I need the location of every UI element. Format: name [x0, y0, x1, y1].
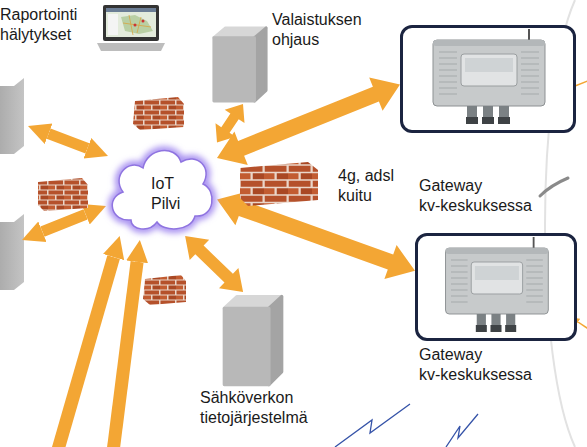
word: IoT [151, 175, 174, 192]
firewalls [38, 97, 318, 305]
laptop-node: Raportointi hälytykset [95, 3, 167, 55]
double-arrow [49, 134, 88, 149]
svg-rect [103, 5, 159, 41]
svg-rect [471, 262, 522, 294]
svg-circle [134, 24, 137, 27]
server-box [210, 24, 270, 104]
svg-rect [106, 8, 156, 12]
node-label: Sähköverkon tietojärjestelmä [200, 388, 340, 428]
firewall [143, 275, 186, 305]
node-label: Valaistuksen ohjaus [272, 10, 390, 50]
radio-links [335, 404, 478, 447]
svg-circle [142, 20, 145, 23]
svg-rect [461, 54, 517, 86]
node-label: Raportointi hälytykset [0, 5, 92, 45]
svg-rect [446, 248, 549, 314]
svg-path [112, 151, 212, 229]
svg-rect [505, 325, 516, 332]
word: Valaistuksen [272, 11, 362, 28]
svg-rect [433, 40, 545, 106]
lightning [446, 414, 478, 447]
word: hälytykset [0, 26, 71, 43]
server-node: Sähköverkon tietojärjestelmä [220, 292, 286, 388]
word: adsl [365, 167, 394, 184]
node-label: Gateway kv-keskuksessa [419, 345, 569, 385]
svg-path [214, 38, 255, 101]
node-label: IoT Pilvi [151, 174, 196, 214]
svg-rect [108, 14, 118, 35]
svg-rect [446, 248, 549, 254]
double-arrow [42, 214, 85, 231]
word: 4g, [338, 167, 360, 184]
arrow [55, 257, 114, 447]
svg-path [121, 15, 153, 34]
svg-rect [465, 58, 513, 72]
word: Pilvi [151, 195, 180, 212]
thin-arrow [575, 80, 587, 86]
gateway-device [418, 236, 574, 338]
node-label: Gateway kv-keskuksessa [419, 176, 569, 216]
cloud-node: IoT Pilvi [103, 132, 217, 236]
layout-arrows [42, 80, 587, 447]
svg-path [439, 52, 539, 94]
svg-path [269, 297, 282, 385]
word: Gateway [419, 177, 482, 194]
double-arrow [216, 104, 245, 142]
svg-path [255, 28, 267, 101]
word: Sähköverkon [200, 389, 293, 406]
svg-path [123, 15, 151, 35]
svg-path [451, 260, 543, 302]
svg-rect [433, 40, 545, 46]
svg-rect [475, 266, 519, 280]
lightning [335, 404, 410, 447]
word: kv-keskuksessa [419, 366, 532, 383]
word: Gateway [419, 346, 482, 363]
word: Raportointi [0, 6, 77, 23]
arrow [112, 262, 137, 447]
link-label: 4g, adsl kuitu [338, 166, 410, 206]
gateway-box: Gateway kv-keskuksessa [400, 25, 576, 133]
word: kuitu [338, 187, 372, 204]
word: kv-keskuksessa [419, 197, 532, 214]
svg-rect [482, 117, 494, 124]
server-box [0, 78, 24, 154]
firewall [133, 97, 184, 130]
svg-path [112, 151, 212, 229]
firewall [240, 162, 318, 206]
word: tietojärjestelmä [200, 409, 308, 426]
double-arrow [217, 192, 415, 279]
double-arrow [185, 236, 243, 292]
word: ohjaus [272, 31, 319, 48]
svg-rect [490, 325, 501, 332]
laptop-icon [95, 3, 167, 55]
svg-path [224, 308, 269, 384]
gateway-device [403, 28, 573, 130]
cable [540, 178, 568, 196]
side-servers [0, 78, 24, 290]
svg-rect [498, 117, 510, 124]
firewall [38, 178, 88, 211]
server-node: Valaistuksen ohjaus [210, 24, 270, 104]
server-box [220, 292, 286, 388]
svg-rect [476, 325, 487, 332]
server-box [0, 214, 24, 290]
gateway-box: Gateway kv-keskuksessa [415, 233, 577, 341]
svg-rect [466, 117, 478, 124]
svg-rect [106, 8, 156, 37]
svg-path [97, 43, 165, 51]
thin-arrow [578, 322, 587, 330]
